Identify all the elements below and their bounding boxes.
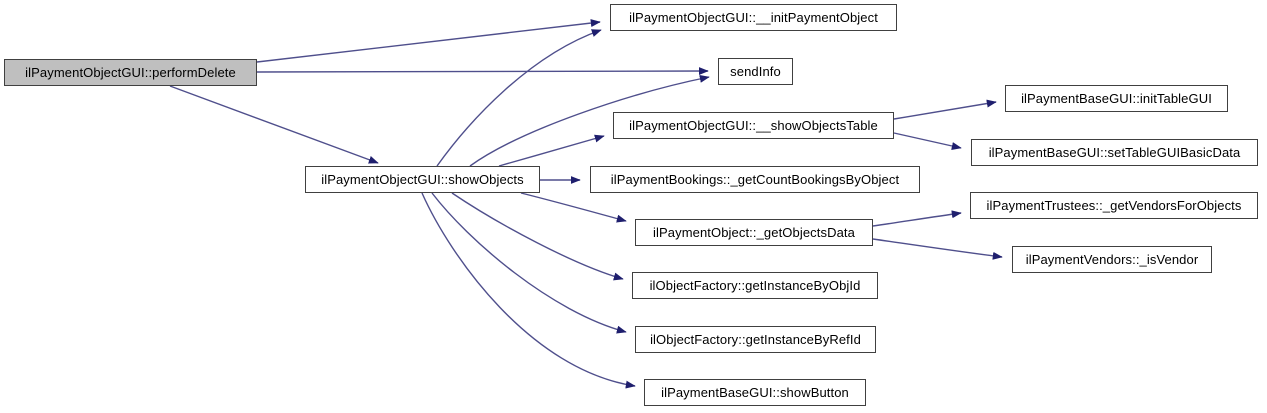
graph-node-showObjectsTable[interactable]: ilPaymentObjectGUI::__showObjectsTable (613, 112, 894, 139)
graph-edge-performDelete-to-showObjects (169, 85, 379, 164)
graph-node-label: ilPaymentBaseGUI::setTableGUIBasicData (988, 145, 1241, 160)
graph-node-initTableGUI[interactable]: ilPaymentBaseGUI::initTableGUI (1005, 85, 1228, 112)
graph-node-label: ilPaymentTrustees::_getVendorsForObjects (986, 198, 1242, 213)
graph-node-getCountBookingsByObject[interactable]: ilPaymentBookings::_getCountBookingsByOb… (590, 166, 920, 193)
graph-node-getObjectsData[interactable]: ilPaymentObject::_getObjectsData (635, 219, 873, 246)
graph-node-label: ilPaymentObjectGUI::__initPaymentObject (629, 10, 878, 25)
graph-node-getInstanceByRefId[interactable]: ilObjectFactory::getInstanceByRefId (635, 326, 876, 353)
graph-node-label: ilPaymentObjectGUI::showObjects (321, 172, 524, 187)
graph-edge-getObjectsData-to-getVendorsForObjects (872, 210, 962, 227)
graph-node-label: ilPaymentObjectGUI::__showObjectsTable (629, 118, 878, 133)
graph-node-initPaymentObject[interactable]: ilPaymentObjectGUI::__initPaymentObject (610, 4, 897, 31)
graph-edge-showObjects-to-getInstanceByRefId (431, 192, 627, 334)
graph-edge-showObjects-to-showObjectsTable (498, 134, 605, 167)
graph-node-label: ilObjectFactory::getInstanceByObjId (649, 278, 861, 293)
graph-node-showObjects[interactable]: ilPaymentObjectGUI::showObjects (305, 166, 540, 193)
graph-node-getVendorsForObjects[interactable]: ilPaymentTrustees::_getVendorsForObjects (970, 192, 1258, 219)
graph-edge-showObjects-to-showButton (421, 192, 636, 389)
graph-edge-showObjectsTable-to-initTableGUI (893, 99, 997, 120)
graph-node-label: ilPaymentObjectGUI::performDelete (25, 65, 236, 80)
graph-node-label: ilObjectFactory::getInstanceByRefId (650, 332, 861, 347)
graph-node-showButton[interactable]: ilPaymentBaseGUI::showButton (644, 379, 866, 406)
graph-edge-performDelete-to-sendInfo (256, 67, 709, 76)
graph-edge-showObjects-to-initPaymentObject (436, 29, 602, 167)
graph-node-label: sendInfo (730, 64, 781, 79)
graph-node-sendInfo[interactable]: sendInfo (718, 58, 793, 85)
graph-node-label: ilPaymentBaseGUI::showButton (661, 385, 849, 400)
graph-node-label: ilPaymentBookings::_getCountBookingsByOb… (610, 172, 900, 187)
graph-edges (169, 19, 1003, 389)
graph-edge-getObjectsData-to-isVendor (872, 238, 1003, 260)
graph-edge-showObjects-to-getObjectsData (520, 192, 627, 223)
graph-node-setTableGUIBasicData[interactable]: ilPaymentBaseGUI::setTableGUIBasicData (971, 139, 1258, 166)
graph-node-getInstanceByObjId[interactable]: ilObjectFactory::getInstanceByObjId (632, 272, 878, 299)
graph-node-label: ilPaymentObject::_getObjectsData (653, 225, 855, 240)
graph-node-label: ilPaymentBaseGUI::initTableGUI (1021, 91, 1212, 106)
graph-edge-performDelete-to-initPaymentObject (256, 19, 601, 63)
graph-node-isVendor[interactable]: ilPaymentVendors::_isVendor (1012, 246, 1212, 273)
graph-node-label: ilPaymentVendors::_isVendor (1025, 252, 1199, 267)
graph-edge-showObjects-to-getInstanceByObjId (451, 192, 624, 281)
graph-node-performDelete[interactable]: ilPaymentObjectGUI::performDelete (4, 59, 257, 86)
graph-edge-showObjectsTable-to-setTableGUIBasicData (893, 132, 962, 150)
